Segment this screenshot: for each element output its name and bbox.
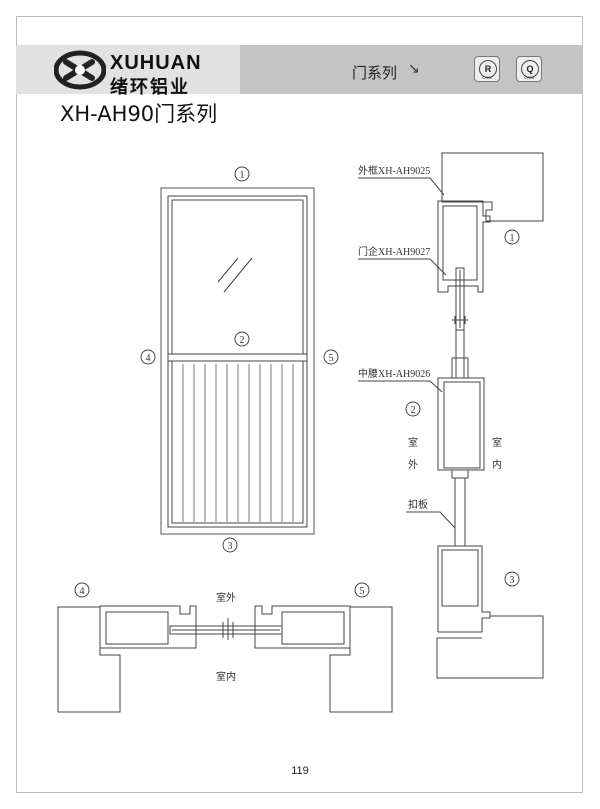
panel-strips xyxy=(182,364,294,522)
callout-3-bottom: 3 xyxy=(222,537,238,553)
cert-badge-q-sub: COM xyxy=(524,75,534,80)
label-text: 外框XH-AH9025 xyxy=(358,164,430,177)
brand-name-en: XUHUAN xyxy=(110,52,202,74)
orientation-char: 内 xyxy=(492,458,502,471)
cert-badge-r-mark: R xyxy=(479,60,497,78)
orientation-outdoor-vertical: 室 外 xyxy=(408,436,418,471)
callout-2-mid: 2 xyxy=(234,331,250,347)
cert-badge-r: R COM xyxy=(474,56,500,82)
label-text: 门企XH-AH9027 xyxy=(358,245,430,258)
cert-badge-q: Q COM xyxy=(516,56,542,82)
label-middle-rail: 中腰XH-AH9026 xyxy=(358,367,443,393)
callout-label: 4 xyxy=(80,586,85,597)
brand-name-cn: 绪环铝业 xyxy=(110,77,190,97)
label-cover-plate: 扣板 xyxy=(406,498,456,529)
section-label: 门系列 xyxy=(352,64,398,82)
callout-4-left: 4 xyxy=(140,349,156,365)
orientation-outdoor: 室外 xyxy=(216,591,236,604)
callout-5-section: 5 xyxy=(354,582,370,598)
door-elevation xyxy=(160,187,315,535)
page-title: XH-AH90门系列 xyxy=(60,102,218,126)
label-text: 中腰XH-AH9026 xyxy=(358,367,430,380)
callout-label: 4 xyxy=(146,353,151,364)
label-door-stile: 门企XH-AH9027 xyxy=(358,245,447,276)
glass-highlight xyxy=(217,257,239,283)
callout-label: 5 xyxy=(329,353,334,364)
callout-5-right: 5 xyxy=(323,349,339,365)
label-text: 扣板 xyxy=(408,498,428,511)
orientation-char: 室 xyxy=(492,436,502,449)
orientation-indoor: 室内 xyxy=(216,670,236,683)
vertical-section xyxy=(436,152,544,679)
callout-label: 3 xyxy=(510,575,515,586)
callout-1-section: 1 xyxy=(504,229,520,245)
callout-label: 1 xyxy=(240,170,245,181)
callout-label: 5 xyxy=(360,586,365,597)
orientation-char: 室 xyxy=(408,436,418,449)
label-outer-frame: 外框XH-AH9025 xyxy=(358,164,445,196)
callout-4-section: 4 xyxy=(74,582,90,598)
orientation-char: 外 xyxy=(408,459,418,471)
page-border xyxy=(16,16,583,793)
cert-badge-q-mark: Q xyxy=(521,60,539,78)
orientation-indoor-vertical: 室 内 xyxy=(492,436,502,471)
callout-label: 2 xyxy=(240,335,245,346)
horizontal-section xyxy=(57,605,393,713)
brand-logo xyxy=(54,50,106,90)
page-number: 119 xyxy=(291,765,309,777)
callout-3-section: 3 xyxy=(504,571,520,587)
cert-badge-r-sub: COM xyxy=(482,75,492,80)
callout-label: 1 xyxy=(510,233,515,244)
glass-highlight xyxy=(223,257,253,293)
callout-2-section: 2 xyxy=(405,401,421,417)
callout-1-top: 1 xyxy=(234,166,250,182)
callout-label: 2 xyxy=(411,405,416,416)
section-arrow-icon: ↘ xyxy=(408,60,420,76)
callout-label: 3 xyxy=(228,541,233,552)
